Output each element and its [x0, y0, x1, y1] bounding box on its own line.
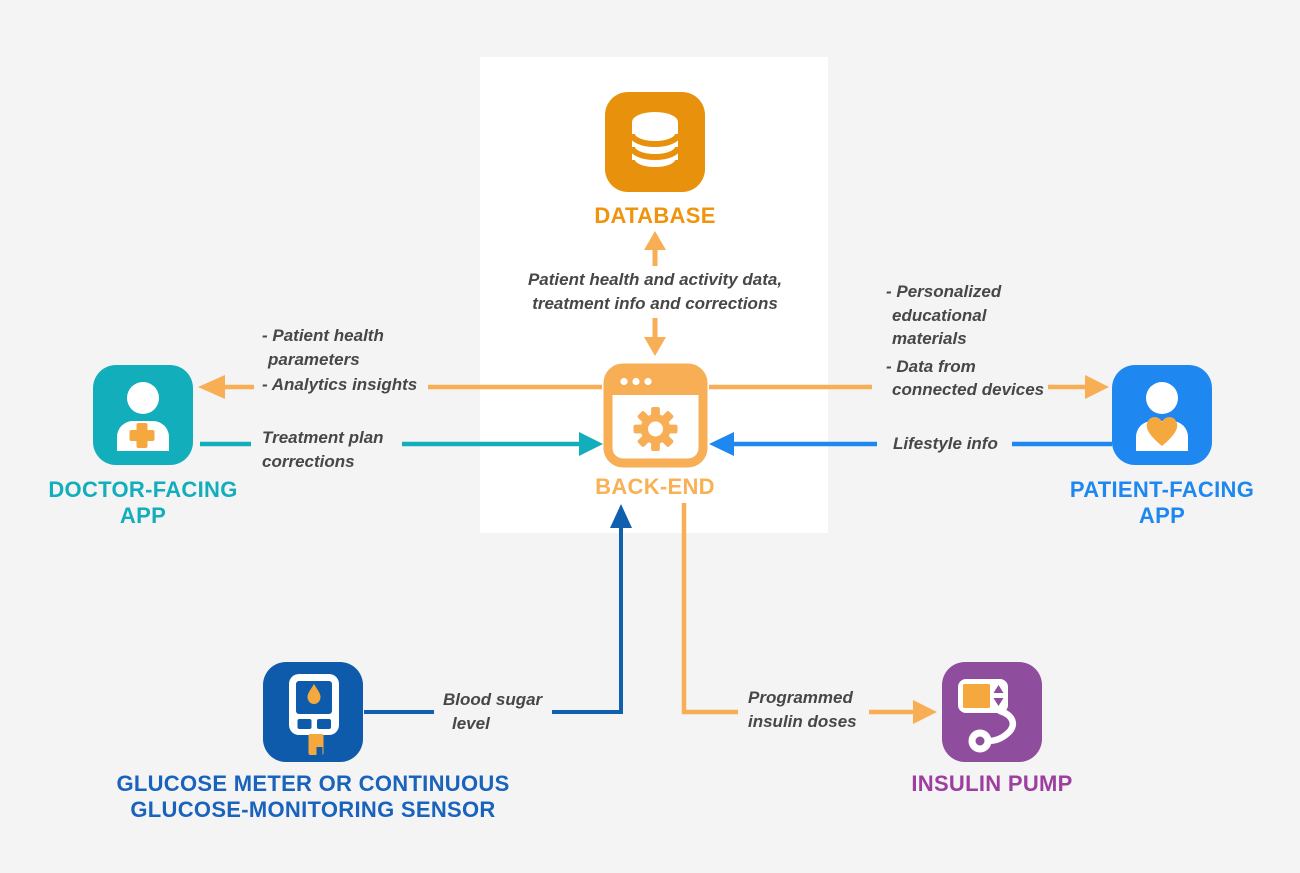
note-meter-to-backend: Blood sugar level	[443, 690, 543, 733]
arrow-backend-to-doctor-app	[198, 375, 602, 399]
arrow-backend-to-patient-app	[709, 375, 1109, 399]
note-backend-to-patient: - Personalized educational materials - D…	[886, 282, 1045, 399]
insulin-pump-icon	[942, 662, 1042, 762]
arrow-backend-to-database	[644, 231, 666, 266]
note-doctor-to-backend: Treatment plan corrections	[262, 428, 384, 471]
note-backend-to-pump: Programmed insulin doses	[748, 688, 857, 731]
note-backend-database: Patient health and activity data, treatm…	[527, 270, 783, 313]
glucose-meter-icon	[263, 662, 363, 762]
heart-icon	[1146, 416, 1178, 446]
database-icon	[605, 92, 705, 192]
arrow-database-to-backend	[644, 318, 666, 356]
dose-adjust-arrows-icon	[993, 685, 1004, 706]
patient-app-icon	[1112, 365, 1212, 465]
arrow-backend-to-insulin-pump	[681, 503, 937, 724]
glucose-meter-label: GLUCOSE METER OR CONTINUOUS GLUCOSE-MONI…	[116, 771, 510, 822]
note-patient-to-backend: Lifestyle info	[893, 434, 998, 453]
backend-icon	[603, 363, 708, 468]
blood-drop-icon	[307, 684, 321, 704]
insulin-pump-label: INSULIN PUMP	[911, 771, 1073, 796]
medical-cross-icon	[129, 423, 155, 448]
arrow-glucose-meter-to-backend	[364, 504, 632, 714]
database-label: DATABASE	[594, 203, 716, 228]
arrow-patient-app-to-backend	[709, 432, 1112, 456]
arrow-doctor-app-to-backend	[200, 432, 603, 456]
note-backend-to-doctor: - Patient health parameters - Analytics …	[262, 326, 418, 394]
doctor-app-icon	[93, 365, 193, 465]
doctor-app-label: DOCTOR-FACING APP	[48, 477, 238, 528]
gear-icon	[633, 407, 678, 451]
backend-label: BACK-END	[595, 474, 715, 499]
patient-app-label: PATIENT-FACING APP	[1069, 477, 1255, 528]
tube-icon	[968, 707, 1017, 753]
